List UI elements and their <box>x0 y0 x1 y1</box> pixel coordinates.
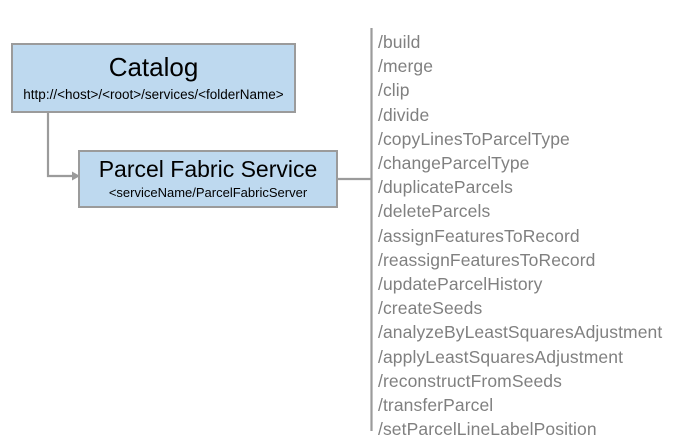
operation-item[interactable]: /deleteParcels <box>378 201 491 222</box>
operations-list: /build /merge /clip /divide /copyLinesTo… <box>378 30 684 441</box>
operation-item[interactable]: /reassignFeaturesToRecord <box>378 249 596 270</box>
operation-item[interactable]: /applyLeastSquaresAdjustment <box>378 346 624 367</box>
operation-item[interactable]: /build <box>378 32 421 52</box>
catalog-node-url: http://<host>/<root>/services/<folderNam… <box>23 87 284 103</box>
operation-item[interactable]: /merge <box>378 56 434 77</box>
operation-item[interactable]: /reconstructFromSeeds <box>378 370 562 391</box>
operation-item[interactable]: /setParcelLineLabelPosition <box>378 419 597 440</box>
operation-item[interactable]: /duplicateParcels <box>378 177 513 198</box>
parcel-fabric-service-node-path: <serviceName/ParcelFabricServer <box>108 185 308 201</box>
operation-item[interactable]: /copyLinesToParcelType <box>378 128 570 149</box>
operation-item[interactable]: /changeParcelType <box>378 153 530 174</box>
operation-item[interactable]: /createSeeds <box>378 298 483 319</box>
operation-item[interactable]: /assignFeaturesToRecord <box>378 225 580 246</box>
catalog-to-service-connector <box>46 113 73 178</box>
parcel-fabric-service-node[interactable]: Parcel Fabric Service <serviceName/Parce… <box>78 150 338 208</box>
catalog-node[interactable]: Catalog http://<host>/<root>/services/<f… <box>11 43 296 113</box>
operation-item[interactable]: /transferParcel <box>378 395 494 416</box>
operation-item[interactable]: /analyzeByLeastSquaresAdjustment <box>378 322 663 343</box>
operation-item[interactable]: /updateParcelHistory <box>378 274 543 295</box>
operation-item[interactable]: /clip <box>378 80 410 101</box>
catalog-node-title: Catalog <box>108 51 199 82</box>
parcel-fabric-service-node-title: Parcel Fabric Service <box>98 156 318 183</box>
operation-item[interactable]: /divide <box>378 104 430 125</box>
